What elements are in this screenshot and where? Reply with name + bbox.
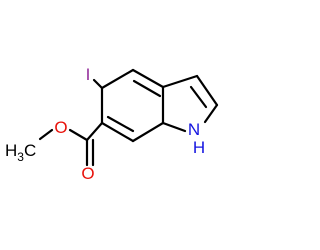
bond <box>132 79 162 98</box>
bond <box>100 121 135 143</box>
bond <box>100 68 135 90</box>
bond <box>195 74 219 107</box>
structure-diagram: I O O N H H3C <box>5 65 219 183</box>
bond <box>131 68 165 89</box>
ester-oxygen-label: O <box>54 118 67 137</box>
bond <box>106 115 135 133</box>
iodine-label: I <box>86 65 91 84</box>
nh-hydrogen-label: H <box>193 138 205 157</box>
methyl-h: H <box>5 141 17 160</box>
bond <box>161 74 199 89</box>
bonds <box>38 68 219 167</box>
methyl-c: C <box>24 141 36 160</box>
bond <box>131 121 165 143</box>
methyl-label: H3C <box>5 141 36 164</box>
bond <box>161 121 187 133</box>
bond <box>38 128 54 141</box>
nh-nitrogen-label: N <box>188 120 200 139</box>
bond <box>68 128 89 142</box>
carbonyl-oxygen-label: O <box>81 164 94 183</box>
molecule-svg: I O O N H H3C <box>5 65 219 183</box>
bond <box>85 121 104 142</box>
bond <box>92 78 104 90</box>
bond <box>189 85 208 109</box>
methyl-subscript: 3 <box>17 150 24 164</box>
bond <box>203 103 219 124</box>
